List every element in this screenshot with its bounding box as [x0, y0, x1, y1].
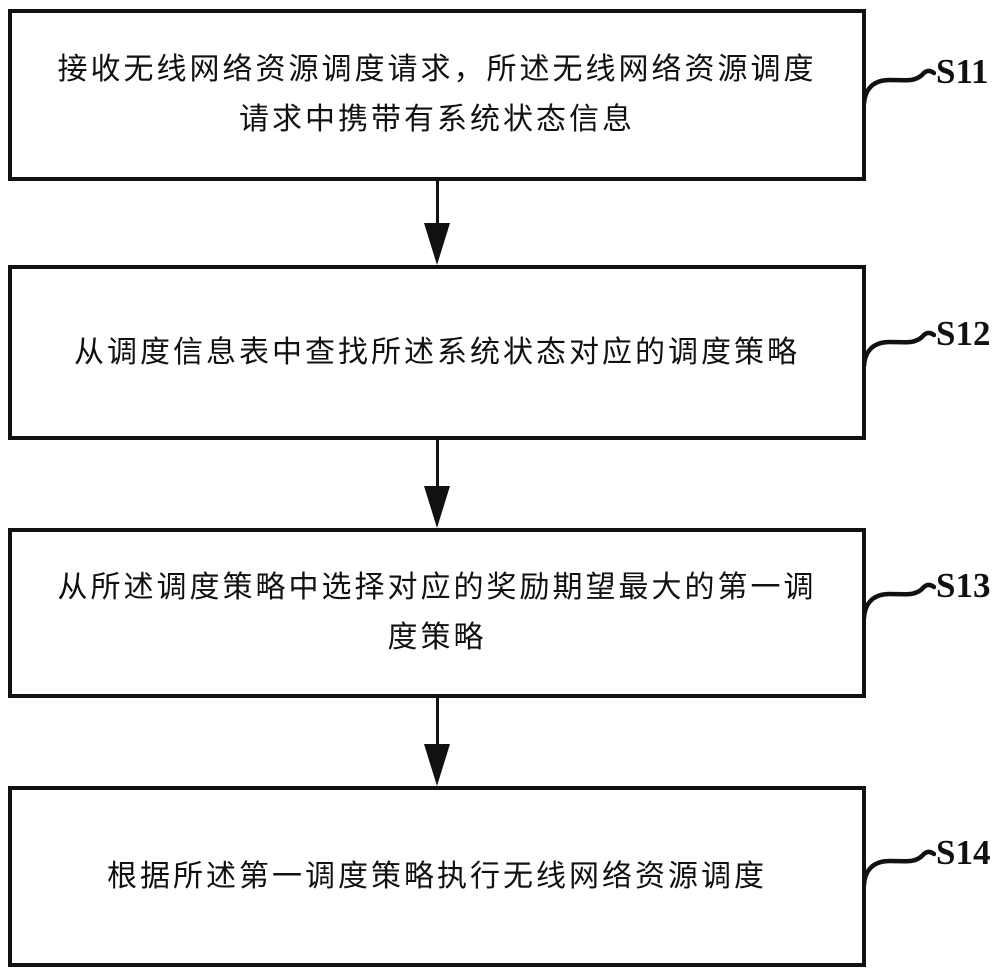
arrow-head-icon: [424, 486, 450, 528]
flow-arrow-down: [424, 181, 450, 265]
box-text-line: 接收无线网络资源调度请求，所述无线网络资源调度: [57, 53, 817, 86]
reference-curve-icon: [862, 582, 936, 620]
flow-step-box-s14: 根据所述第一调度策略执行无线网络资源调度: [8, 786, 866, 967]
arrow-shaft: [435, 181, 439, 223]
flow-step-box-s12: 从调度信息表中查找所述系统状态对应的调度策略: [8, 265, 866, 440]
box-text-line: 请求中携带有系统状态信息: [239, 103, 635, 136]
reference-curve-icon: [862, 68, 936, 106]
box-text-line: 从调度信息表中查找所述系统状态对应的调度策略: [74, 335, 800, 369]
flow-step-box-s11: 接收无线网络资源调度请求，所述无线网络资源调度 请求中携带有系统状态信息: [8, 9, 866, 181]
box-text-line: 根据所述第一调度策略执行无线网络资源调度: [107, 859, 767, 893]
box-text-line: 从所述调度策略中选择对应的奖励期望最大的第一调: [57, 571, 817, 604]
reference-curve-icon: [862, 330, 936, 368]
step-label-s13: S13: [936, 566, 991, 605]
step-label-s14: S14: [936, 833, 991, 872]
arrow-shaft: [435, 440, 439, 486]
flow-step-box-s13: 从所述调度策略中选择对应的奖励期望最大的第一调 度策略: [8, 528, 866, 698]
reference-curve-icon: [862, 849, 936, 887]
box-text-line: 度策略: [387, 621, 487, 654]
arrow-head-icon: [424, 744, 450, 786]
step-label-s12: S12: [936, 314, 991, 353]
flow-arrow-down: [424, 440, 450, 528]
step-label-s11: S11: [936, 52, 989, 91]
flow-arrow-down: [424, 698, 450, 786]
arrow-head-icon: [424, 223, 450, 265]
arrow-shaft: [435, 698, 439, 744]
